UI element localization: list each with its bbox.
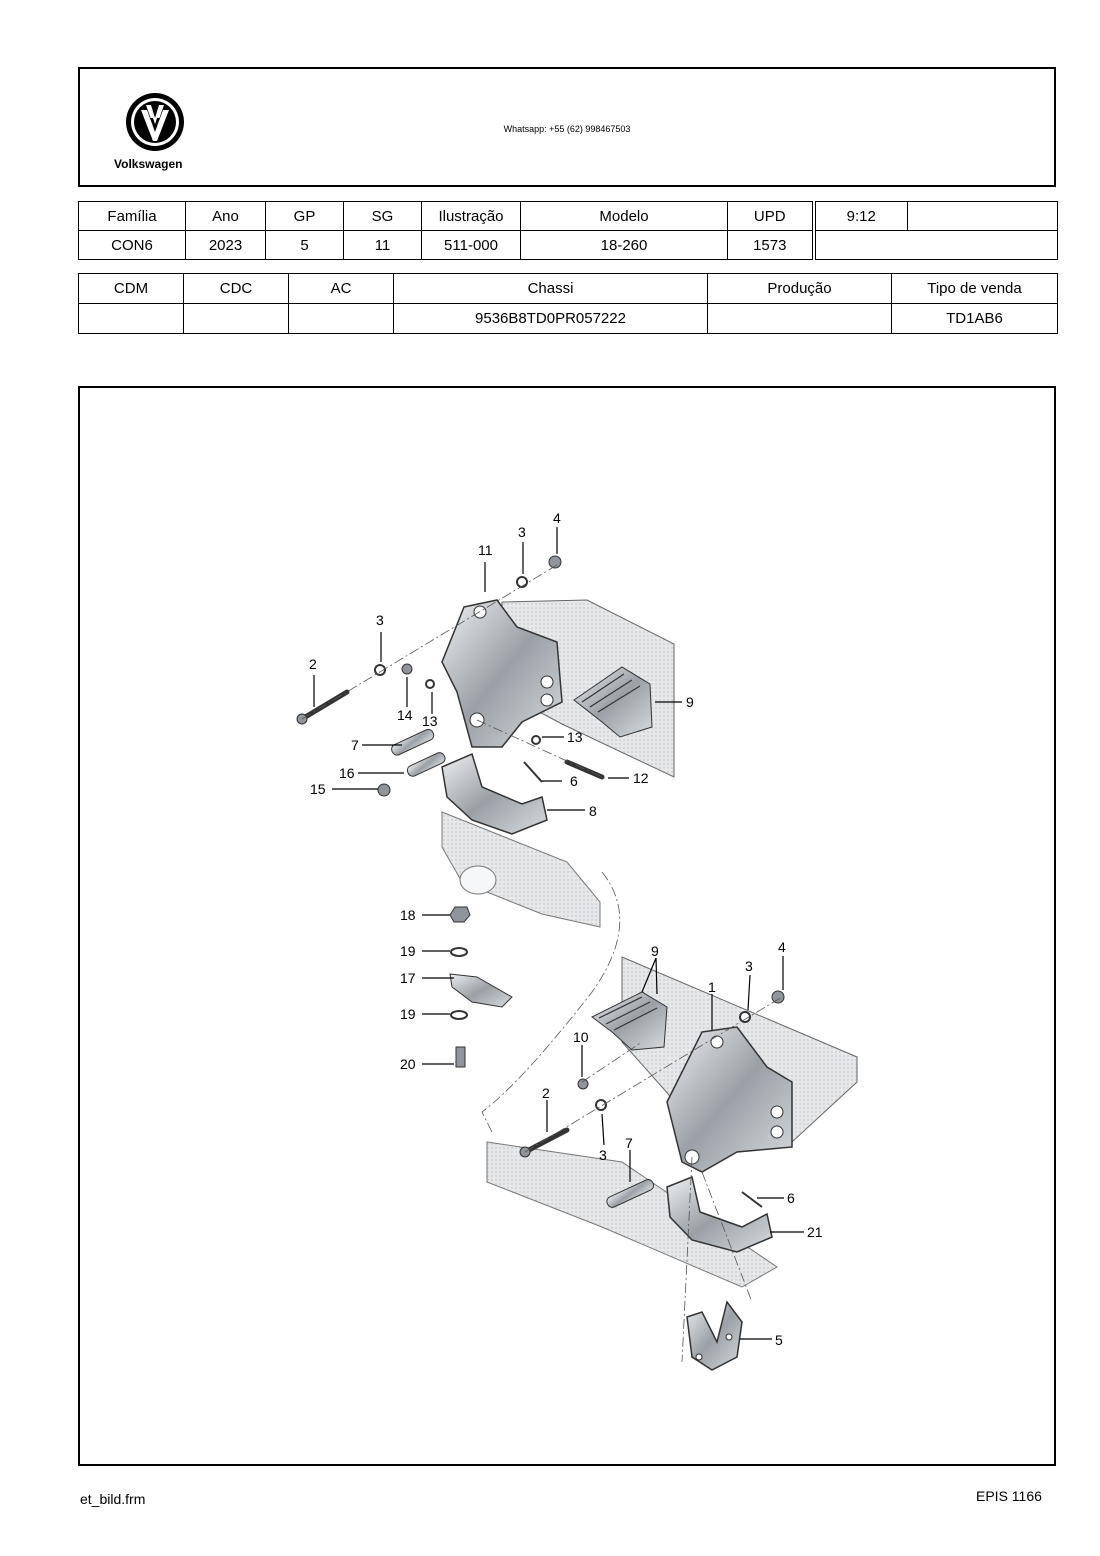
callout-19: 19 [400, 943, 416, 959]
value-sg: 11 [343, 230, 422, 260]
callout-6: 6 [570, 773, 578, 789]
model-info-table: Família Ano GP SG Ilustração Modelo UPD … [78, 201, 1058, 260]
callout-5: 5 [775, 1332, 783, 1348]
callout-labels: 11 3 4 3 2 14 13 7 16 15 13 6 12 8 9 18 19 17 19 20 9 4 3 1 10 2 3… [309, 510, 823, 1348]
header-tipo-venda: Tipo de venda [891, 273, 1058, 304]
lower-fasteners [519, 990, 785, 1208]
value-modelo: 18-260 [520, 230, 728, 260]
callout-9: 9 [686, 694, 694, 710]
callout-3: 3 [376, 612, 384, 628]
header-upd: UPD [727, 201, 814, 231]
header-ac: AC [288, 273, 394, 304]
callout-1: 1 [708, 979, 716, 995]
callout-2: 2 [542, 1085, 550, 1101]
callout-2: 2 [309, 656, 317, 672]
header-ano: Ano [185, 201, 266, 231]
callout-20: 20 [400, 1056, 416, 1072]
value-cdm [78, 303, 184, 334]
lower-step [591, 991, 668, 1051]
footer-epis-code: EPIS 1166 [976, 1488, 1042, 1504]
lower-bracket [666, 1026, 793, 1173]
contact-whatsapp: Whatsapp: +55 (62) 998467503 [503, 124, 631, 134]
callout-13: 13 [567, 729, 583, 745]
brand-name: Volkswagen [114, 157, 183, 171]
callout-4: 4 [553, 510, 561, 526]
value-producao [707, 303, 892, 334]
header-modelo: Modelo [520, 201, 728, 231]
header-cdc: CDC [183, 273, 289, 304]
upper-step [573, 666, 653, 738]
value-upd: 1573 [727, 230, 814, 260]
value-ano: 2023 [185, 230, 266, 260]
header-familia: Família [78, 201, 186, 231]
header-box: Volkswagen Whatsapp: +55 (62) 998467503 [78, 67, 1056, 187]
callout-4: 4 [778, 939, 786, 955]
callout-16: 16 [339, 765, 355, 781]
callout-12: 12 [633, 770, 649, 786]
value-ac [288, 303, 394, 334]
middle-fastener-stack [449, 906, 513, 1068]
ratio-value: 9:12 [811, 201, 908, 231]
empty-cell [811, 230, 1058, 260]
callout-7: 7 [625, 1135, 633, 1151]
upper-shackle [441, 752, 548, 835]
callout-3: 3 [599, 1147, 607, 1163]
callout-18: 18 [400, 907, 416, 923]
callout-3: 3 [518, 524, 526, 540]
callout-19: 19 [400, 1006, 416, 1022]
header-ilustracao: Ilustração [421, 201, 521, 231]
value-cdc [183, 303, 289, 334]
callout-6: 6 [787, 1190, 795, 1206]
callout-10: 10 [573, 1029, 589, 1045]
upper-bracket [441, 599, 563, 748]
illustration-frame: 11 3 4 3 2 14 13 7 16 15 13 6 12 8 9 18 19 17 19 20 9 4 3 1 10 2 3… [78, 386, 1056, 1466]
value-gp: 5 [265, 230, 344, 260]
callout-11: 11 [478, 542, 493, 558]
volkswagen-logo-icon [126, 93, 184, 151]
parts-diagram: 11 3 4 3 2 14 13 7 16 15 13 6 12 8 9 18 19 17 19 20 9 4 3 1 10 2 3… [296, 510, 858, 1371]
leader-lines [313, 527, 804, 1340]
callout-17: 17 [400, 970, 416, 986]
header-sg: SG [343, 201, 422, 231]
callout-3: 3 [745, 958, 753, 974]
value-chassi: 9536B8TD0PR057222 [393, 303, 708, 334]
lower-leaf-spring [486, 1141, 778, 1288]
header-gp: GP [265, 201, 344, 231]
upper-leaf-spring [441, 811, 601, 928]
assembly-lines [301, 561, 783, 1363]
lower-u-bracket [686, 1300, 743, 1371]
callout-21: 21 [807, 1224, 823, 1240]
value-familia: CON6 [78, 230, 186, 260]
lower-shackle [666, 1175, 773, 1253]
callout-15: 15 [310, 781, 326, 797]
empty-cell [907, 201, 1058, 231]
vehicle-info-table: CDM CDC AC Chassi Produção Tipo de venda… [78, 273, 1058, 334]
value-ilustracao: 511-000 [421, 230, 521, 260]
callout-14: 14 [397, 707, 413, 723]
callout-13: 13 [422, 713, 438, 729]
footer-form-name: et_bild.frm [80, 1491, 146, 1507]
callout-7: 7 [351, 737, 359, 753]
header-producao: Produção [707, 273, 892, 304]
callout-8: 8 [589, 803, 597, 819]
header-chassi: Chassi [393, 273, 708, 304]
callout-9: 9 [651, 943, 659, 959]
value-tipo-venda: TD1AB6 [891, 303, 1058, 334]
header-cdm: CDM [78, 273, 184, 304]
